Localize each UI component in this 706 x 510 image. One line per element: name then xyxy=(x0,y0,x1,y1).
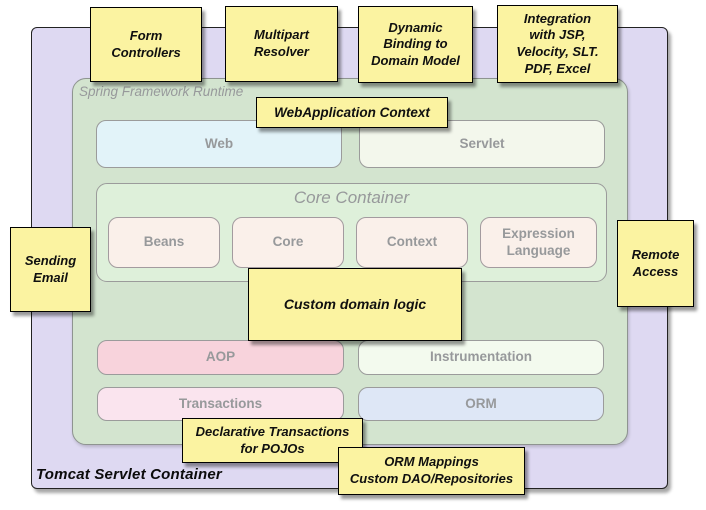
module-core-label: Core xyxy=(272,234,304,250)
spring-framework-runtime-label: Spring Framework Runtime xyxy=(79,84,244,99)
layer-instrumentation: Instrumentation xyxy=(358,340,604,375)
layer-web-label: Web xyxy=(204,135,234,151)
module-context: Context xyxy=(356,217,468,268)
module-context-label: Context xyxy=(386,234,438,250)
note-sending-email-label: Sending Email xyxy=(24,252,77,285)
note-declarative-transactions-label: Declarative Transactions for POJOs xyxy=(195,423,350,456)
note-orm-mappings-label: ORM Mappings Custom DAO/Repositories xyxy=(349,454,514,486)
note-webapplication-context-label: WebApplication Context xyxy=(274,104,430,120)
note-dynamic-binding: Dynamic Binding to Domain Model xyxy=(358,6,473,83)
layer-web: Web xyxy=(96,120,342,168)
note-dynamic-binding-label: Dynamic Binding to Domain Model xyxy=(371,19,460,68)
note-declarative-transactions: Declarative Transactions for POJOs xyxy=(182,418,363,463)
note-custom-domain-logic-label: Custom domain logic xyxy=(283,295,427,312)
note-multipart-resolver-label: Multipart Resolver xyxy=(254,27,309,59)
note-remote-access-label: Remote Access xyxy=(631,246,680,279)
note-view-integration: Integration with JSP, Velocity, SLT. PDF… xyxy=(497,5,618,83)
layer-instrumentation-label: Instrumentation xyxy=(429,349,532,365)
note-view-integration-label: Integration with JSP, Velocity, SLT. PDF… xyxy=(516,10,599,76)
note-form-controllers: Form Controllers xyxy=(90,7,202,82)
layer-orm-label: ORM xyxy=(465,395,497,411)
note-webapplication-context: WebApplication Context xyxy=(256,97,448,128)
module-beans: Beans xyxy=(108,217,220,268)
note-custom-domain-logic: Custom domain logic xyxy=(248,268,462,341)
layer-transactions-label: Transactions xyxy=(178,395,263,411)
module-core: Core xyxy=(232,217,344,268)
note-remote-access: Remote Access xyxy=(617,220,694,307)
note-sending-email: Sending Email xyxy=(10,227,91,312)
layer-transactions: Transactions xyxy=(97,387,344,421)
layer-orm: ORM xyxy=(358,387,604,421)
core-container-title: Core Container xyxy=(293,188,410,207)
note-orm-mappings: ORM Mappings Custom DAO/Repositories xyxy=(338,447,525,495)
module-beans-label: Beans xyxy=(143,234,185,250)
layer-aop: AOP xyxy=(97,340,344,375)
module-expression-language-label: Expression Language xyxy=(502,226,575,258)
layer-servlet: Servlet xyxy=(359,120,605,168)
layer-aop-label: AOP xyxy=(205,349,236,365)
note-multipart-resolver: Multipart Resolver xyxy=(225,6,338,82)
layer-servlet-label: Servlet xyxy=(459,135,505,151)
module-expression-language: Expression Language xyxy=(480,217,597,268)
tomcat-servlet-container-label: Tomcat Servlet Container xyxy=(36,466,222,483)
note-form-controllers-label: Form Controllers xyxy=(111,27,181,60)
